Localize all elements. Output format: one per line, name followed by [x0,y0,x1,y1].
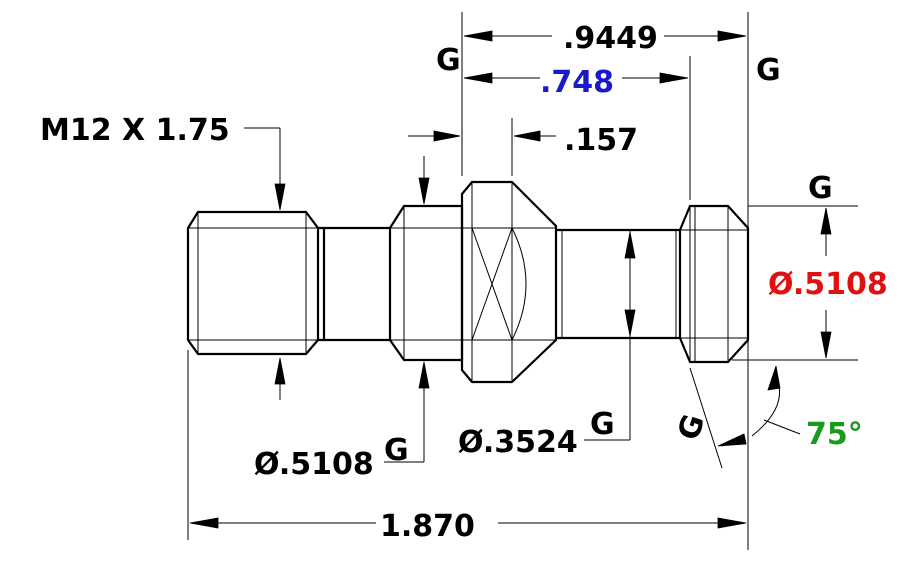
right-diameter-label: Ø.5108 [768,267,888,302]
flange-width-label: .157 [564,123,638,158]
dimension-lines [189,30,832,529]
gauge-symbol-top-left: G [436,43,461,78]
gauge-symbol-angle: G [671,410,712,444]
gauge-symbol-top-right: G [756,53,781,88]
gauge-symbol-bottom-left: G [384,433,409,468]
threaded-head [186,210,320,356]
gauge-symbols: G G G G G G [384,43,833,468]
top-length-label: .9449 [563,21,658,56]
gauge-symbol-right: G [808,171,833,206]
collar [388,204,464,362]
overall-length-label: 1.870 [380,509,475,544]
hex-flange [460,180,558,384]
gauge-symbol-bottom-mid: G [590,407,615,442]
shank [556,228,680,340]
mid-diameter-label: Ø.3524 [458,425,578,460]
thread-label: M12 X 1.75 [40,113,230,148]
left-diameter-label: Ø.5108 [254,447,374,482]
neck-left [318,226,390,342]
angle-label: 75° [806,417,863,452]
part-outline [186,180,750,384]
dimension-labels: .9449 .748 .157 M12 X 1.75 Ø.5108 Ø.3524… [40,21,888,544]
middle-length-label: .748 [540,65,614,100]
